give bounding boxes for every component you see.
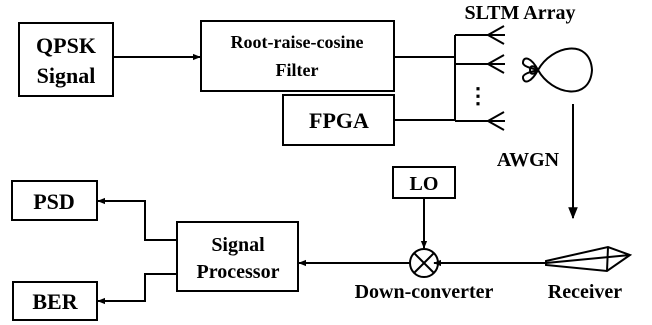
processor-label-line2: Processor xyxy=(197,261,280,283)
receiver-label: Receiver xyxy=(548,281,623,303)
down-converter-label: Down-converter xyxy=(355,281,494,303)
receiver-horn-icon xyxy=(545,245,633,273)
qpsk-signal-block: QPSK Signal xyxy=(18,22,114,97)
rrc-label-line2: Filter xyxy=(276,60,319,80)
fpga-block: FPGA xyxy=(282,94,395,146)
ber-label: BER xyxy=(32,289,78,314)
signal-processor-block: Signal Processor xyxy=(176,221,299,292)
arrow-processor-to-psd xyxy=(97,197,177,241)
sltm-array-label: SLTM Array xyxy=(465,2,576,24)
ber-block: BER xyxy=(12,281,98,321)
antenna-element-2 xyxy=(455,54,505,74)
qpsk-label-line2: Signal xyxy=(37,63,96,88)
lo-label: LO xyxy=(410,173,439,195)
mixer-icon xyxy=(409,248,439,278)
lo-block: LO xyxy=(392,166,456,199)
radiation-pattern-icon xyxy=(521,47,594,93)
psd-block: PSD xyxy=(11,180,98,221)
antenna-element-1 xyxy=(455,25,505,45)
arrow-processor-to-ber xyxy=(97,273,177,305)
antenna-element-3 xyxy=(455,111,505,131)
array-ellipsis: ⋮ xyxy=(467,83,489,108)
rrc-filter-block: Root-raise-cosine Filter xyxy=(200,20,395,92)
processor-label-line1: Signal xyxy=(211,234,265,256)
qpsk-label-line1: QPSK xyxy=(36,33,96,58)
awgn-label: AWGN xyxy=(497,149,560,171)
fpga-label: FPGA xyxy=(309,108,369,133)
psd-label: PSD xyxy=(33,189,75,214)
rrc-label-line1: Root-raise-cosine xyxy=(231,32,364,52)
